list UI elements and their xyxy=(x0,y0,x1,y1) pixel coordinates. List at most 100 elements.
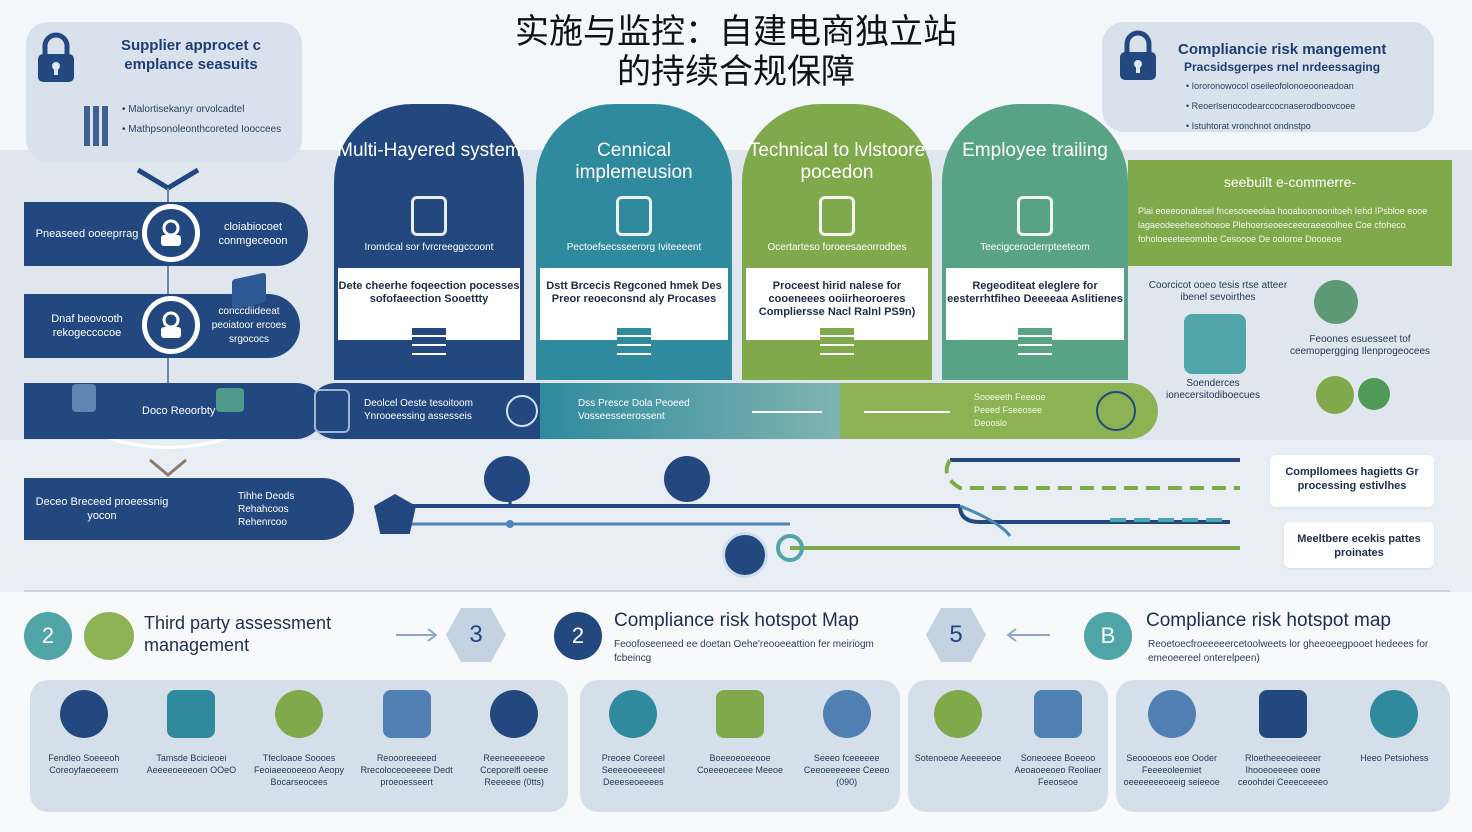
user-badge-icon xyxy=(72,384,96,412)
timeline-lines xyxy=(400,458,1240,562)
section-c-title: Compliance risk hotspot map xyxy=(1146,610,1391,631)
tile-item-icon xyxy=(59,690,108,738)
search-node-icon xyxy=(664,456,710,502)
arch-icon xyxy=(616,196,652,236)
section-a-title: Third party assessment management xyxy=(144,613,332,655)
grid-icon xyxy=(84,106,110,146)
step-number-badge: 2 xyxy=(24,612,72,660)
title-line-2: 的持续合规保障 xyxy=(617,52,855,92)
arch-icon xyxy=(1017,196,1053,236)
arrow-right-icon xyxy=(396,628,438,642)
step-hex-badge: 3 xyxy=(446,608,506,662)
server-stack-icon xyxy=(1018,328,1052,358)
flow-box-3-text: Sooeeeth Feeeoe Peeed Fseeosee Deooslo xyxy=(974,392,1046,428)
tile-item-icon xyxy=(490,690,539,738)
globe-node-icon xyxy=(722,532,768,578)
tile-item-label: Seoooeoos eoe Ooder Feeeeoleemiet oeeeee… xyxy=(1123,753,1220,787)
lock-icon xyxy=(1120,30,1156,80)
tile-item-label: Boeeoeoeeooe Coeeeoeceee Meeoe xyxy=(696,753,784,775)
right-item-text: Coorcicot ooeo tesis rtse atteer ibenel … xyxy=(1148,280,1288,303)
globe-user-icon xyxy=(1314,280,1358,324)
people-circle-icon xyxy=(1358,378,1390,410)
tile-item-icon xyxy=(382,690,431,738)
arch-icon xyxy=(411,196,447,236)
flow-box-1-text: Deolcel Oeste tesoitoom Ynrooeessing ass… xyxy=(364,398,473,422)
user-shield-icon xyxy=(142,296,200,354)
risk-bullet: Iororonowocol oseileofolonoeooneadoan xyxy=(1186,76,1426,96)
user-lock-icon xyxy=(142,204,200,262)
arrow-left-icon xyxy=(1006,628,1050,642)
tile-item-icon xyxy=(1147,690,1196,738)
supplier-card-title: Supplier approcet c emplance seasuits xyxy=(120,37,262,73)
pill-right-label: conccdiideeat peoiatoor ercoes srgococs xyxy=(211,306,287,345)
pill-bullet: Tihhe Deods xyxy=(238,491,295,502)
tile-item-label: Reoooreeeeed Rrecoloceoeeeee Dedt proeoe… xyxy=(360,753,453,787)
pill-label: Dnaf beovooth rekogeccocoe xyxy=(51,313,123,339)
risk-card-bullets: Iororonowocol oseileofolonoeooneadoan Re… xyxy=(1186,76,1426,136)
step-number-badge: B xyxy=(1084,612,1132,660)
target-icon xyxy=(1096,391,1136,431)
section-divider xyxy=(24,590,1450,592)
tile-item-icon xyxy=(609,690,658,738)
tile-item-icon xyxy=(275,690,323,738)
pill-bullet: Rehenrcoo xyxy=(238,517,287,528)
risk-bullet: Reoerlsenocodearccocnaserodboovcoee xyxy=(1186,96,1426,116)
arch-sublabel: Ocertarteso foroeesaeorrodbes xyxy=(767,242,907,253)
tile-item-label: Soneoeee Boeeoo Aeoaoeeoeo Reoliaer Feeo… xyxy=(1014,753,1102,787)
pill-label: Pneaseed ooeeprrag xyxy=(35,228,139,240)
pill-label: Deceo Breceed proeessnig yocon xyxy=(35,496,169,522)
flow-band-teal: Dss Presce Dola Peoeed Vosseesseerossent xyxy=(540,383,840,439)
pill-bullets: Tihhe Deods Rehahcoos Rehenrcoo xyxy=(238,490,294,529)
tile-item-icon xyxy=(1034,690,1082,738)
tile-item-label: Sotenoeoe Aeeeeeoe xyxy=(914,753,1002,763)
pill-data-recovery: Doco Reoorbty xyxy=(24,383,324,439)
tile-item-icon xyxy=(1370,690,1419,738)
tile-item-label: Preoee Coreeel Seeeeoeeeeeel Deeeseoeeee… xyxy=(601,753,665,787)
section-b-desc: Feoofoseeneed ee doetan Oehe'reooeeattio… xyxy=(614,639,874,664)
tile-item-label: Rloetheeeoeieeeer Ihooeoeeeee ooee ceooh… xyxy=(1237,753,1329,787)
arch-label: Technical to lvlstoore pocedon xyxy=(748,140,926,183)
section-c-desc: Reoetoecfroeeeeercetoolweets lor gheeoee… xyxy=(1148,639,1429,664)
flow-band-navy: Deolcel Oeste tesoitoom Ynrooeessing ass… xyxy=(308,383,540,439)
arrow-icon xyxy=(864,411,950,413)
document-node-icon xyxy=(484,456,530,502)
assessment-icon xyxy=(84,612,134,660)
step-hex-badge: 5 xyxy=(926,608,986,662)
right-item-text: Soenderces ionecersitodiboecues xyxy=(1166,378,1260,401)
risk-card-subtitle: Pracsidsgerpes rnel nrdeessaging xyxy=(1184,60,1381,74)
tile-item-icon xyxy=(822,690,871,738)
risk-management-card: Compliancie risk mangement Pracsidsgerpe… xyxy=(1102,22,1434,132)
arch-sublabel: Iromdcal sor fvrcreeggccoont xyxy=(364,242,494,253)
step-number-badge: 2 xyxy=(554,612,602,660)
banner-text: Plai eoeeoonalesel fncesooeeolaa hooaboo… xyxy=(1138,206,1428,244)
right-item-text: Feoones esuesseet tof ceemopergging Ilen… xyxy=(1289,334,1431,357)
supplier-bullet: Mathpsonoleonthcoreted Iooccees xyxy=(122,120,292,140)
risk-bullet: Istuhtorat vronchnot ondnstpo xyxy=(1186,116,1426,136)
arch-sublabel: Teecigceroclerrpteeteom xyxy=(980,242,1090,253)
supplier-card-bullets: Malortisekanyr orvolcadtel Mathpsonoleon… xyxy=(122,100,292,140)
arch-label: Cennical implemeusion xyxy=(575,140,693,183)
server-stack-icon xyxy=(617,328,651,358)
pill-bullet: Rehahcoos xyxy=(238,504,289,515)
tile-item-icon xyxy=(167,690,216,738)
arrow-icon xyxy=(752,411,822,413)
people-chart-icon xyxy=(1184,314,1246,374)
title-line-1: 实施与监控：自建电商独立站 xyxy=(515,12,957,52)
server-stack-icon xyxy=(412,328,446,358)
tile-item-label: Reeneeeeeeoe Cceporelfl oeeee Reeeeee (0… xyxy=(480,753,549,787)
tile-item-label: Heeo Petsiohess xyxy=(1360,753,1429,763)
tile-item-label: Fendleo Soeeeoh Coreoyfaeoeeem xyxy=(48,753,120,775)
pill-right-label: cloiabiocoet conmgeceoon xyxy=(218,221,288,247)
tile-item-label: Tamsde Bcicieoei Aeeeeoeeeoen OOeO xyxy=(146,753,237,775)
flow-box-2-text: Dss Presce Dola Peoeed Vosseesseerossent xyxy=(578,398,690,422)
arch-sublabel: Pectoefsecsseerorg Iviteeeent xyxy=(566,242,702,253)
pill-label: Doco Reoorbty xyxy=(142,405,216,417)
page-title: 实施与监控：自建电商独立站 的持续合规保障 xyxy=(440,12,1032,92)
pill-data-process: Deceo Breceed proeessnig yocon Tihhe Deo… xyxy=(24,478,354,540)
server-stack-icon xyxy=(820,328,854,358)
chart-circle-icon xyxy=(1316,376,1354,414)
risk-card-title: Compliancie risk mangement xyxy=(1178,41,1387,58)
tile-item-label: Tfecloaoe Soooes Feoiaeeooeeoo Aeopy Boc… xyxy=(253,753,345,787)
tile-item-icon xyxy=(716,690,764,738)
lock-icon xyxy=(38,32,74,82)
